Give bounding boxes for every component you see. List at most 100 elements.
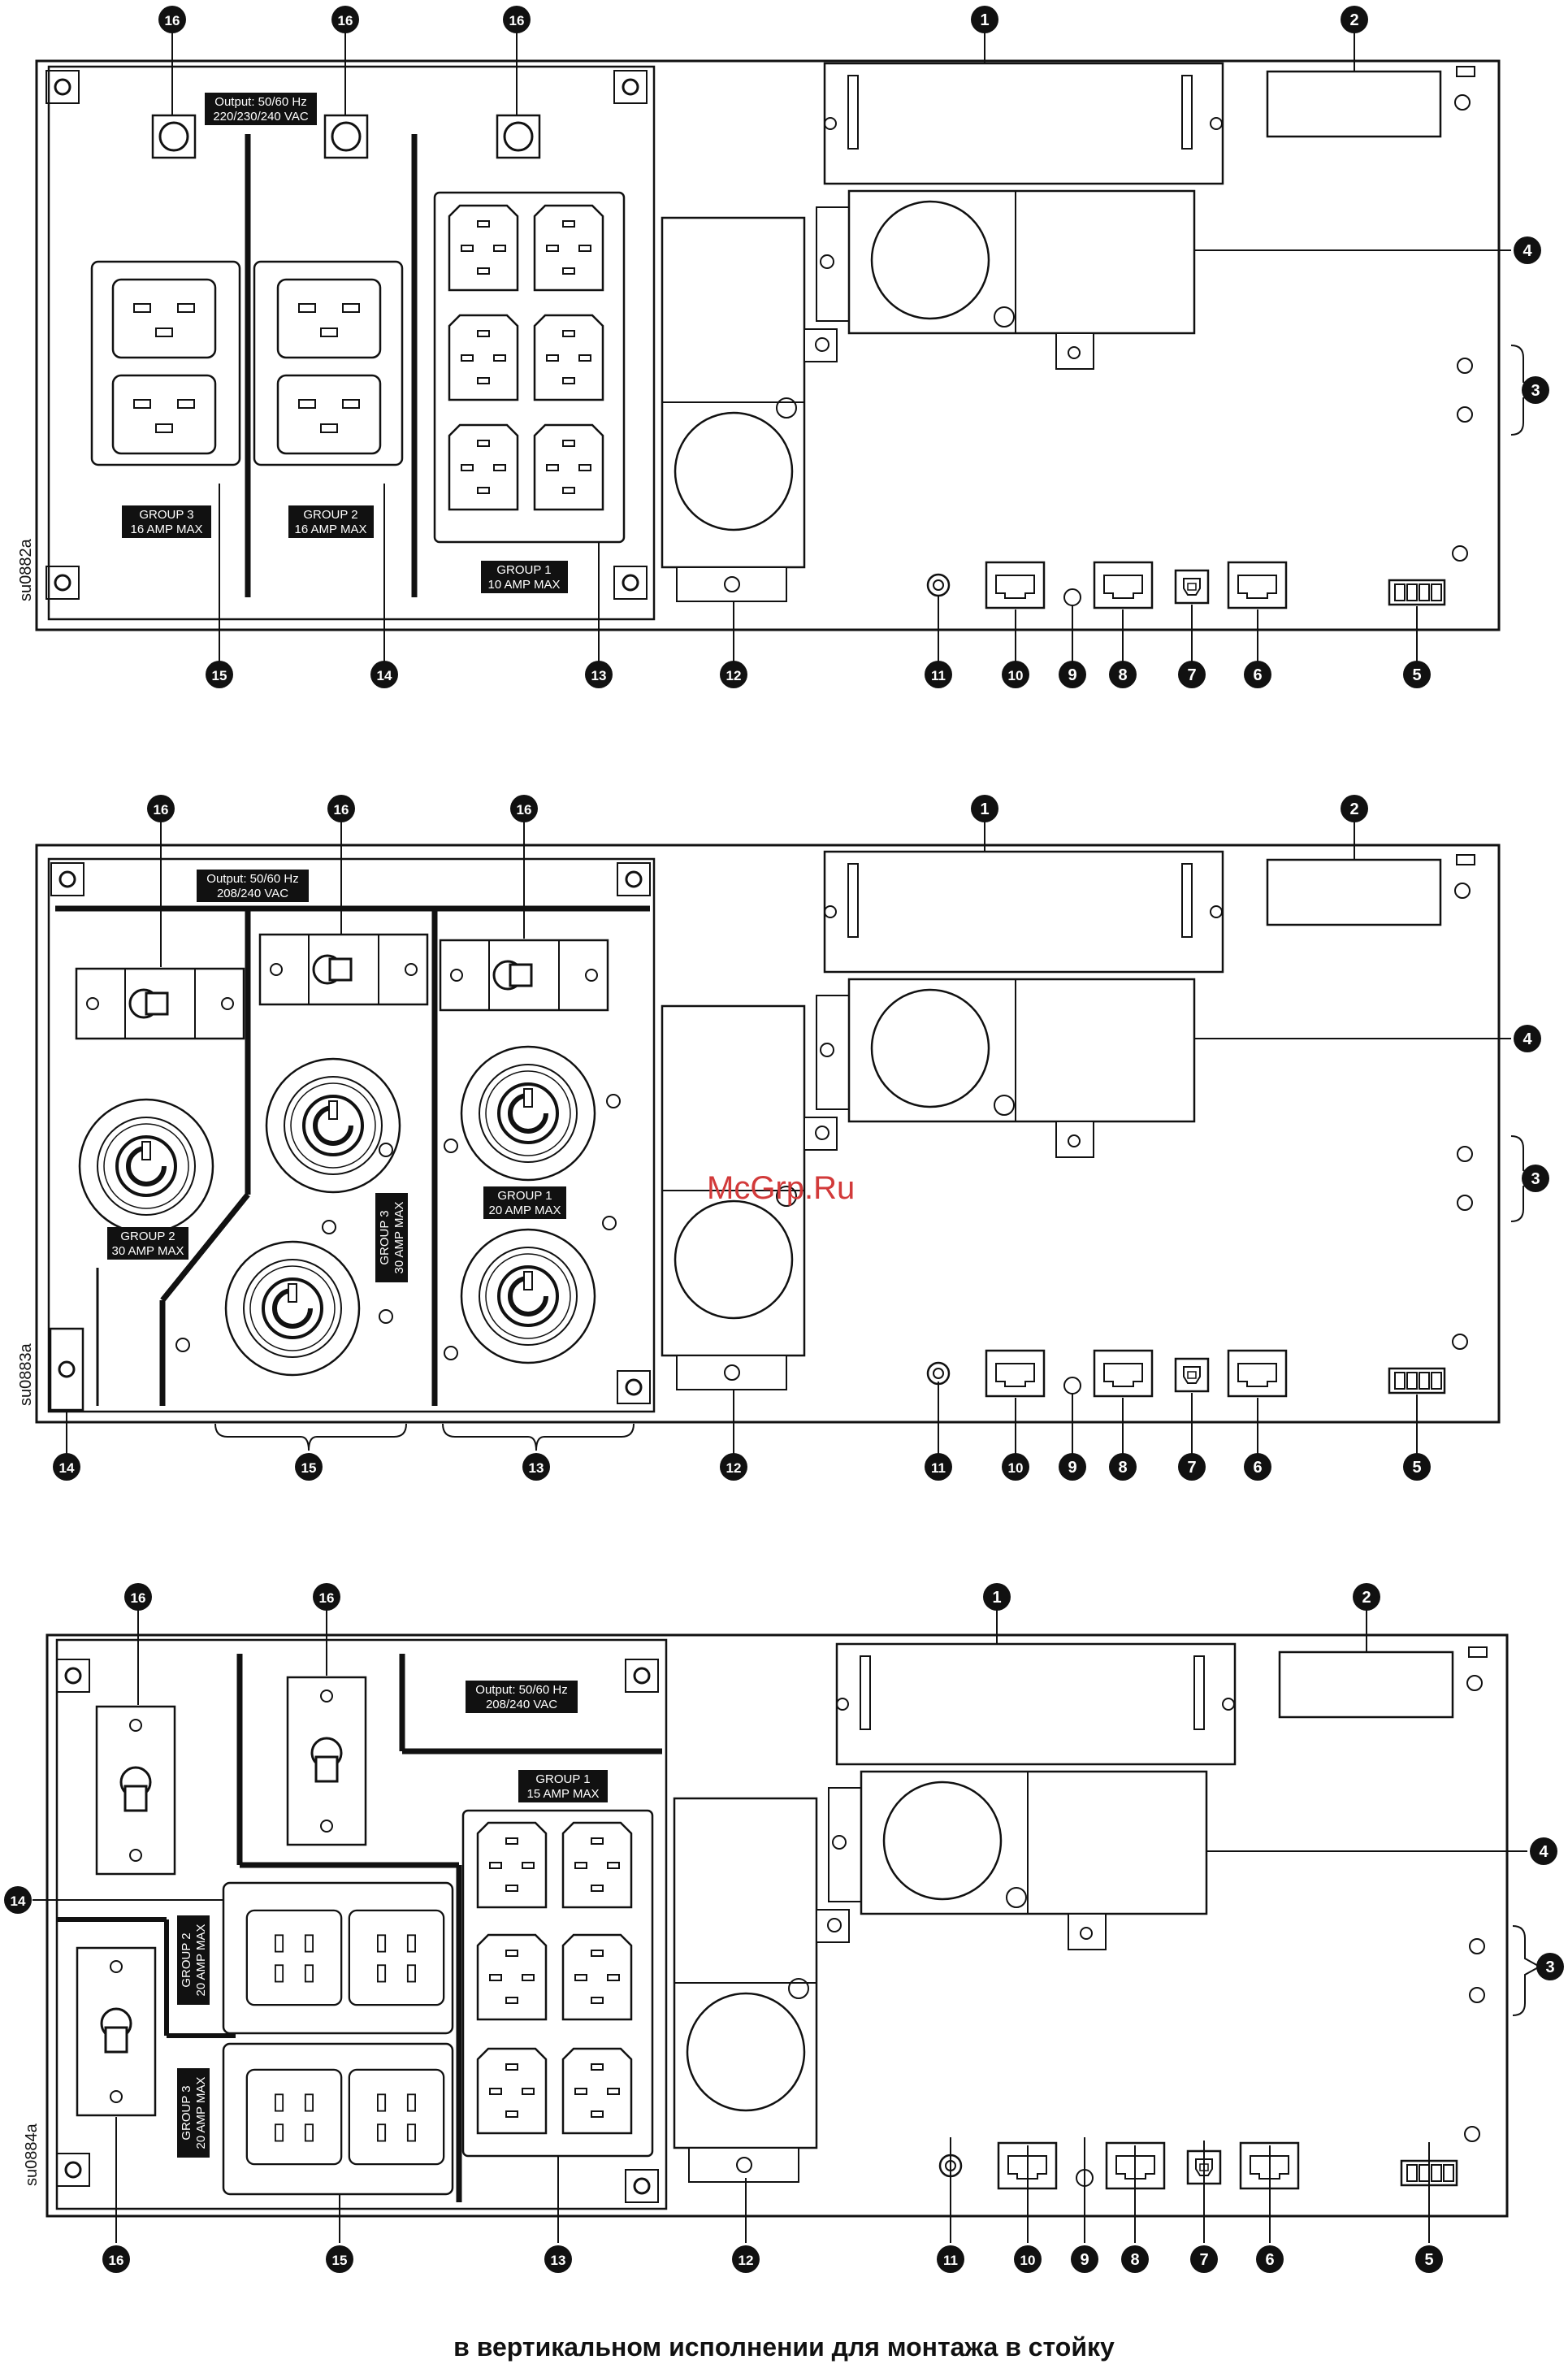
svg-text:4: 4 [1523, 242, 1532, 260]
c13-outlet[interactable] [561, 1821, 633, 1909]
callout-7: 7 [1190, 2245, 1218, 2273]
group-amp-label: 16 AMP MAX [295, 523, 367, 536]
c13-outlet[interactable] [533, 314, 604, 401]
twist-lock-outlet[interactable] [266, 1059, 400, 1192]
group-amp-label: 15 AMP MAX [527, 1787, 600, 1801]
group-label: GROUP 2 [120, 1230, 175, 1243]
svg-text:16: 16 [109, 2253, 124, 2268]
c13-outlet[interactable] [561, 1933, 633, 2021]
svg-text:6: 6 [1253, 666, 1262, 684]
callout-12: 12 [720, 661, 747, 688]
svg-text:11: 11 [931, 1460, 946, 1476]
svg-text:6: 6 [1265, 2251, 1274, 2269]
circuit-breaker[interactable] [76, 1946, 157, 2117]
callout-2: 2 [1341, 6, 1368, 33]
svg-text:16: 16 [338, 13, 353, 28]
c13-outlet[interactable] [476, 1821, 548, 1909]
callout-16: 16 [158, 6, 186, 33]
circuit-breaker[interactable] [95, 1705, 176, 1876]
svg-text:16: 16 [319, 1590, 335, 1606]
svg-text:1: 1 [980, 800, 989, 818]
c13-outlet[interactable] [533, 204, 604, 292]
output-label-line1: Output: 50/60 Hz [475, 1683, 567, 1697]
svg-text:16: 16 [517, 802, 532, 818]
twist-lock-outlet[interactable] [461, 1230, 595, 1363]
svg-text:15: 15 [332, 2253, 348, 2268]
c19-outlet[interactable] [276, 278, 382, 359]
output-label-line2: 208/240 VAC [486, 1698, 557, 1711]
c13-outlet[interactable] [533, 423, 604, 511]
svg-text:3: 3 [1545, 1958, 1554, 1976]
group-label: GROUP 3 [378, 1210, 392, 1264]
svg-text:10: 10 [1020, 2253, 1036, 2268]
c19-outlet[interactable] [348, 2068, 445, 2166]
c19-outlet[interactable] [111, 278, 217, 359]
chassis-outline [45, 1633, 1509, 2218]
twist-lock-outlet[interactable] [80, 1100, 213, 1233]
callout-9: 9 [1071, 2245, 1098, 2273]
callout-16: 16 [503, 6, 531, 33]
callout-16: 16 [331, 6, 359, 33]
callout-6: 6 [1256, 2245, 1284, 2273]
callout-10: 10 [1002, 661, 1029, 688]
callout-13: 13 [544, 2245, 572, 2273]
c19-outlet[interactable] [111, 374, 217, 455]
breaker-knob[interactable] [496, 114, 541, 159]
svg-text:11: 11 [931, 668, 946, 683]
chassis-outline [35, 844, 1501, 1424]
c13-outlet[interactable] [476, 2047, 548, 2135]
callout-3: 3 [1522, 376, 1549, 404]
output-label-box [197, 870, 309, 902]
circuit-breaker[interactable] [439, 939, 609, 1012]
group-amp-label: 16 AMP MAX [131, 523, 203, 536]
output-label-line2: 208/240 VAC [217, 887, 288, 900]
callout-15: 15 [295, 1453, 323, 1481]
callout-16: 16 [147, 795, 175, 822]
svg-text:12: 12 [739, 2253, 754, 2268]
c19-outlet[interactable] [276, 374, 382, 455]
svg-text:2: 2 [1349, 11, 1358, 29]
svg-text:9: 9 [1080, 2251, 1089, 2269]
callout-4: 4 [1514, 236, 1541, 264]
callout-5: 5 [1403, 1453, 1431, 1481]
output-label-box [466, 1681, 578, 1713]
svg-text:2: 2 [1362, 1589, 1371, 1607]
group-label: GROUP 1 [497, 1189, 552, 1203]
svg-text:8: 8 [1118, 1459, 1127, 1477]
svg-text:13: 13 [591, 668, 607, 683]
c13-outlet[interactable] [448, 204, 519, 292]
callout-14: 14 [370, 661, 398, 688]
svg-text:16: 16 [509, 13, 525, 28]
c19-outlet[interactable] [348, 1909, 445, 2006]
c13-outlet[interactable] [561, 2047, 633, 2135]
c13-outlet[interactable] [476, 1933, 548, 2021]
twist-lock-outlet[interactable] [461, 1047, 595, 1180]
callout-2: 2 [1353, 1583, 1380, 1611]
twist-lock-outlet[interactable] [226, 1242, 359, 1375]
svg-text:9: 9 [1068, 1459, 1076, 1477]
circuit-breaker[interactable] [75, 967, 245, 1040]
callout-11: 11 [925, 661, 952, 688]
breaker-knob[interactable] [151, 114, 197, 159]
c19-outlet[interactable] [245, 2068, 343, 2166]
breaker-knob[interactable] [323, 114, 369, 159]
callout-8: 8 [1109, 1453, 1137, 1481]
callout-9: 9 [1059, 1453, 1086, 1481]
callout-8: 8 [1109, 661, 1137, 688]
c19-outlet[interactable] [245, 1909, 343, 2006]
svg-text:8: 8 [1130, 2251, 1139, 2269]
callout-16: 16 [313, 1583, 340, 1611]
svg-text:10: 10 [1008, 668, 1024, 683]
svg-text:15: 15 [212, 668, 227, 683]
group-amp-label: 20 AMP MAX [194, 2077, 208, 2149]
circuit-breaker[interactable] [258, 933, 429, 1006]
svg-text:4: 4 [1523, 1030, 1532, 1048]
c13-outlet[interactable] [448, 423, 519, 511]
svg-text:12: 12 [726, 1460, 742, 1476]
callout-14: 14 [4, 1886, 32, 1914]
circuit-breaker[interactable] [286, 1676, 367, 1846]
callout-2: 2 [1341, 795, 1368, 822]
svg-text:3: 3 [1531, 382, 1540, 400]
c13-outlet[interactable] [448, 314, 519, 401]
panel-3: Output: 50/60 Hz 208/240 VAC GROUP 2 20 … [23, 1633, 1509, 2218]
